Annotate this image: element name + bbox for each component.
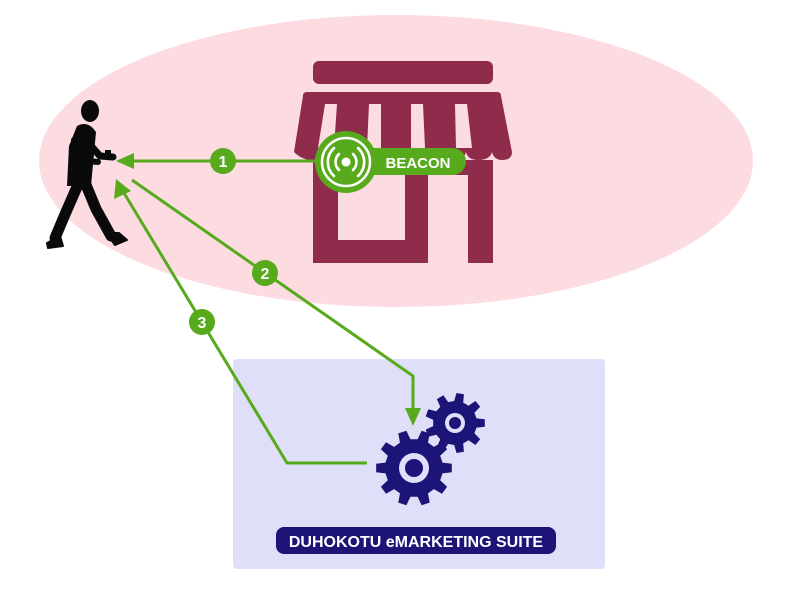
arrow-to-gears [405, 408, 421, 426]
suite-label-badge [276, 527, 556, 554]
svg-text:2: 2 [261, 266, 270, 283]
step-3-line [122, 192, 367, 465]
step-2-line [131, 178, 415, 408]
step-badge-3: 3 [189, 309, 215, 335]
step-badge-1: 1 [210, 148, 236, 174]
suite-label: DUHOKOTU eMARKETING SUITE [289, 534, 544, 551]
walking-person-icon [46, 100, 128, 249]
svg-text:3: 3 [198, 315, 207, 332]
beacon-signal-icon [315, 131, 377, 193]
beacon-label: BEACON [385, 155, 450, 172]
arrow-to-person-1 [116, 153, 134, 169]
gears-icon [376, 393, 485, 506]
arrowheads [114, 153, 421, 426]
svg-text:1: 1 [219, 154, 228, 171]
awning-stripes [318, 104, 472, 148]
arrow-to-person-3 [114, 179, 131, 199]
step-badge-2: 2 [252, 260, 278, 286]
